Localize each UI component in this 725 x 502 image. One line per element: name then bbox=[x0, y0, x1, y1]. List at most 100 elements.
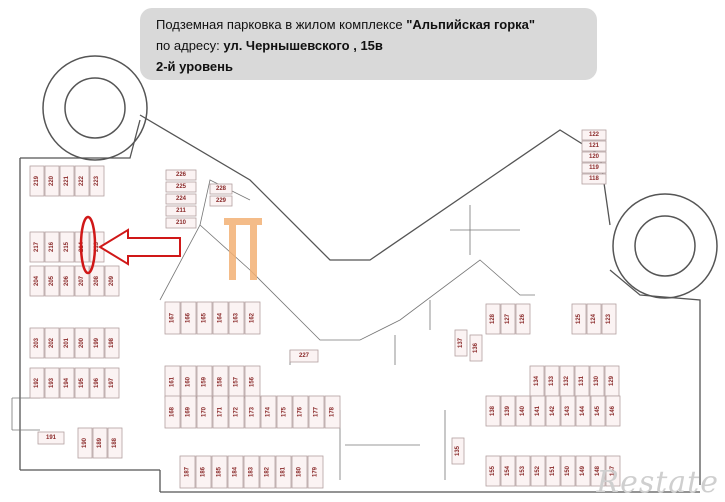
parking-spot-183[interactable] bbox=[243, 455, 260, 489]
parking-spot-177[interactable] bbox=[308, 395, 325, 429]
parking-spot-number: 228 bbox=[216, 186, 227, 192]
parking-spot-153[interactable] bbox=[515, 455, 531, 487]
parking-spot-164[interactable] bbox=[212, 301, 229, 335]
parking-spot-138[interactable] bbox=[485, 395, 501, 427]
parking-spot-166[interactable] bbox=[180, 301, 197, 335]
parking-spot-154[interactable] bbox=[500, 455, 516, 487]
parking-spot-224[interactable] bbox=[165, 193, 197, 205]
parking-spot-203[interactable] bbox=[29, 327, 45, 359]
parking-spot-167[interactable] bbox=[164, 301, 181, 335]
parking-spot-220[interactable] bbox=[44, 165, 60, 197]
parking-spot-169[interactable] bbox=[180, 395, 197, 429]
parking-spot-118[interactable] bbox=[581, 173, 607, 185]
parking-spot-168[interactable] bbox=[164, 395, 181, 429]
parking-spot-145[interactable] bbox=[590, 395, 606, 427]
parking-spot-127[interactable] bbox=[500, 303, 516, 335]
parking-spot-191[interactable] bbox=[37, 431, 65, 445]
parking-spot-197[interactable] bbox=[104, 367, 120, 399]
parking-spot-200[interactable] bbox=[74, 327, 90, 359]
parking-spot-182[interactable] bbox=[259, 455, 276, 489]
parking-spot-176[interactable] bbox=[292, 395, 309, 429]
parking-spot-227[interactable] bbox=[289, 349, 319, 363]
parking-spot-174[interactable] bbox=[260, 395, 277, 429]
parking-spot-150[interactable] bbox=[560, 455, 576, 487]
parking-spot-216[interactable] bbox=[44, 231, 60, 263]
parking-spot-205[interactable] bbox=[44, 265, 60, 297]
parking-spot-186[interactable] bbox=[195, 455, 212, 489]
parking-spot-175[interactable] bbox=[276, 395, 293, 429]
parking-spot-184[interactable] bbox=[227, 455, 244, 489]
parking-spot-136[interactable] bbox=[469, 334, 483, 362]
parking-spot-193[interactable] bbox=[44, 367, 60, 399]
parking-spot-122[interactable] bbox=[581, 129, 607, 141]
parking-spot-126[interactable] bbox=[515, 303, 531, 335]
parking-spot-144[interactable] bbox=[575, 395, 591, 427]
parking-spot-171[interactable] bbox=[212, 395, 229, 429]
parking-spot-226[interactable] bbox=[165, 169, 197, 181]
parking-spot-number: 226 bbox=[176, 172, 187, 178]
parking-spot-142[interactable] bbox=[545, 395, 561, 427]
parking-spot-199[interactable] bbox=[89, 327, 105, 359]
parking-spot-135[interactable] bbox=[451, 437, 465, 465]
parking-spot-141[interactable] bbox=[530, 395, 546, 427]
parking-spot-173[interactable] bbox=[244, 395, 261, 429]
parking-spot-149[interactable] bbox=[575, 455, 591, 487]
parking-spot-120[interactable] bbox=[581, 151, 607, 163]
parking-spot-196[interactable] bbox=[89, 367, 105, 399]
parking-spot-202[interactable] bbox=[44, 327, 60, 359]
parking-spot-179[interactable] bbox=[307, 455, 324, 489]
parking-spot-192[interactable] bbox=[29, 367, 45, 399]
parking-spot-189[interactable] bbox=[92, 427, 108, 459]
parking-spot-215[interactable] bbox=[59, 231, 75, 263]
parking-spot-207[interactable] bbox=[74, 265, 90, 297]
parking-spot-225[interactable] bbox=[165, 181, 197, 193]
parking-spot-137[interactable] bbox=[454, 329, 468, 357]
parking-spot-165[interactable] bbox=[196, 301, 213, 335]
parking-spot-188[interactable] bbox=[107, 427, 123, 459]
parking-spot-201[interactable] bbox=[59, 327, 75, 359]
parking-spot-121[interactable] bbox=[581, 140, 607, 152]
parking-spot-147[interactable] bbox=[605, 455, 621, 487]
parking-spot-170[interactable] bbox=[196, 395, 213, 429]
parking-spot-187[interactable] bbox=[179, 455, 196, 489]
parking-spot-194[interactable] bbox=[59, 367, 75, 399]
parking-spot-217[interactable] bbox=[29, 231, 45, 263]
parking-spot-223[interactable] bbox=[89, 165, 105, 197]
parking-spot-185[interactable] bbox=[211, 455, 228, 489]
parking-spot-124[interactable] bbox=[586, 303, 602, 335]
parking-spot-151[interactable] bbox=[545, 455, 561, 487]
parking-spot-178[interactable] bbox=[324, 395, 341, 429]
parking-spot-190[interactable] bbox=[77, 427, 93, 459]
parking-spot-180[interactable] bbox=[291, 455, 308, 489]
parking-spot-206[interactable] bbox=[59, 265, 75, 297]
parking-spot-125[interactable] bbox=[571, 303, 587, 335]
parking-spot-228[interactable] bbox=[209, 183, 233, 195]
parking-spot-140[interactable] bbox=[515, 395, 531, 427]
parking-spot-198[interactable] bbox=[104, 327, 120, 359]
parking-spot-123[interactable] bbox=[601, 303, 617, 335]
parking-spot-152[interactable] bbox=[530, 455, 546, 487]
parking-spot-155[interactable] bbox=[485, 455, 501, 487]
parking-spot-208[interactable] bbox=[89, 265, 105, 297]
parking-spot-222[interactable] bbox=[74, 165, 90, 197]
parking-spot-172[interactable] bbox=[228, 395, 245, 429]
parking-spot-210[interactable] bbox=[165, 217, 197, 229]
parking-spot-119[interactable] bbox=[581, 162, 607, 174]
parking-spot-163[interactable] bbox=[228, 301, 245, 335]
parking-spot-128[interactable] bbox=[485, 303, 501, 335]
parking-spot-211[interactable] bbox=[165, 205, 197, 217]
info-complex-label: Подземная парковка в жилом комплексе bbox=[156, 17, 407, 32]
parking-spot-204[interactable] bbox=[29, 265, 45, 297]
parking-spot-221[interactable] bbox=[59, 165, 75, 197]
parking-spot-219[interactable] bbox=[29, 165, 45, 197]
parking-spot-number: 156 bbox=[250, 376, 256, 387]
parking-spot-139[interactable] bbox=[500, 395, 516, 427]
parking-spot-195[interactable] bbox=[74, 367, 90, 399]
parking-spot-181[interactable] bbox=[275, 455, 292, 489]
parking-spot-209[interactable] bbox=[104, 265, 120, 297]
parking-spot-162[interactable] bbox=[244, 301, 261, 335]
parking-spot-146[interactable] bbox=[605, 395, 621, 427]
parking-spot-229[interactable] bbox=[209, 195, 233, 207]
parking-spot-143[interactable] bbox=[560, 395, 576, 427]
parking-spot-148[interactable] bbox=[590, 455, 606, 487]
